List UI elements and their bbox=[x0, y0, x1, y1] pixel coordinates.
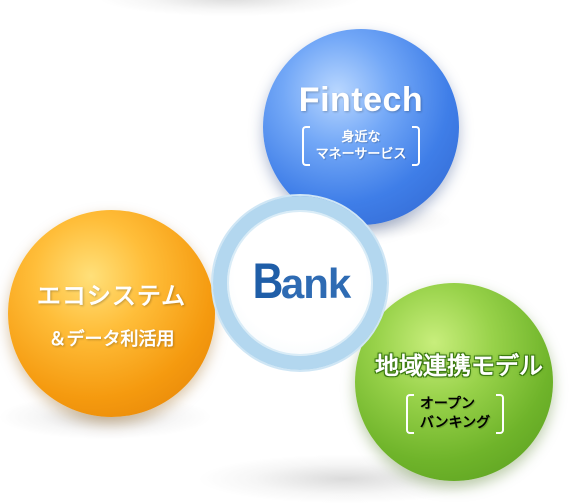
ecosystem-circle: エコシステム ＆データ利活用 bbox=[8, 210, 215, 417]
regional-title: 地域連携モデル bbox=[375, 352, 543, 380]
bank-logo-rest: ank bbox=[280, 260, 351, 307]
left-bracket-icon bbox=[301, 125, 310, 166]
regional-circle bbox=[355, 283, 553, 481]
fintech-sub-line2: マネーサービス bbox=[315, 146, 407, 162]
regional-subtitle: オープン バンキング bbox=[390, 394, 520, 434]
bank-center-circle: Bank bbox=[213, 196, 387, 370]
bank-logo-b: B bbox=[252, 253, 283, 309]
fintech-title: Fintech bbox=[298, 80, 424, 119]
fintech-subtitle: 身近な マネーサービス bbox=[301, 125, 421, 166]
ecosystem-title: エコシステム bbox=[36, 282, 187, 310]
bank-logo: Bank bbox=[250, 252, 351, 310]
fintech-sub-line1: 身近な bbox=[341, 129, 381, 145]
fintech-circle: Fintech 身近な マネーサービス bbox=[263, 29, 459, 225]
regional-sub-line1: オープン bbox=[419, 396, 476, 412]
right-bracket-icon bbox=[412, 125, 421, 166]
regional-sub-line2: バンキング bbox=[419, 415, 491, 431]
ecosystem-subtitle: ＆データ利活用 bbox=[48, 329, 175, 350]
left-bracket-icon bbox=[405, 394, 414, 434]
top-shadow bbox=[100, 0, 360, 16]
right-bracket-icon bbox=[496, 394, 505, 434]
